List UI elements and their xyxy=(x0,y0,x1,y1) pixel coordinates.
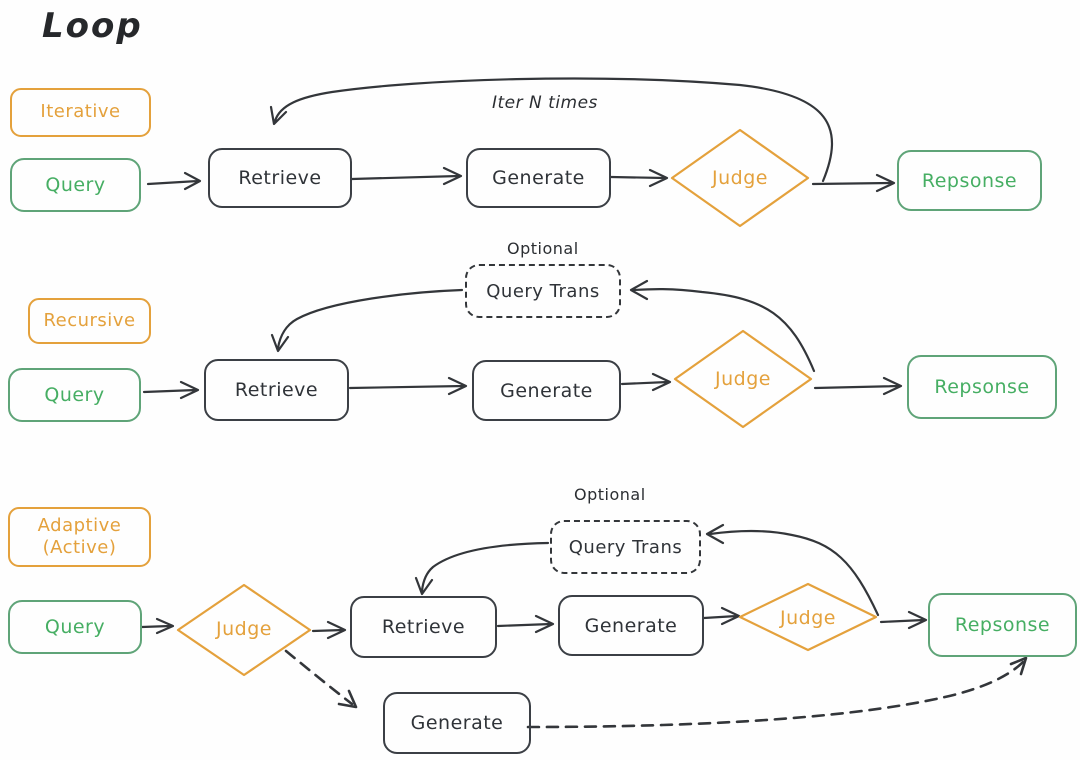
tag-adaptive: Adaptive (Active) xyxy=(8,507,151,567)
label-optional-adaptive: Optional xyxy=(574,485,646,504)
tag-adaptive-line1: Adaptive xyxy=(37,514,122,536)
node-iterative-generate: Generate xyxy=(466,148,611,208)
arrow-rec-generate-judge xyxy=(620,372,672,392)
arrow-rec-judge-querytrans xyxy=(629,279,816,373)
node-adaptive-router-judge-label: Judge xyxy=(216,618,272,640)
node-recursive-query: Query xyxy=(8,368,141,422)
arrow-adp-generate-judge xyxy=(702,606,741,626)
iter-judge-diamond xyxy=(670,128,810,228)
node-iterative-judge-label: Judge xyxy=(712,167,768,189)
arrowhead-adp-generate-response xyxy=(1009,656,1028,676)
node-adaptive-response: Repsonse xyxy=(928,593,1077,657)
arrow-iter-query-retrieve xyxy=(146,171,202,191)
adp-judge-diamond xyxy=(738,582,878,652)
tag-recursive: Recursive xyxy=(28,298,151,344)
adp-router-judge-diamond xyxy=(176,583,312,677)
label-iter-n-times: Iter N times xyxy=(492,93,598,113)
arrow-iter-generate-judge xyxy=(609,168,669,188)
node-adaptive-query-trans: Query Trans xyxy=(550,520,701,574)
node-adaptive-judge-label: Judge xyxy=(780,607,836,629)
arrow-adp-judge-querytrans xyxy=(705,523,880,617)
arrow-adp-judge-response xyxy=(879,610,928,630)
node-adaptive-retrieve: Retrieve xyxy=(350,596,497,658)
arrow-rec-judge-response xyxy=(813,376,903,396)
arrow-rec-querytrans-retrieve xyxy=(270,288,464,353)
arrow-adp-querytrans-retrieve xyxy=(414,541,550,596)
arrow-iter-loopback xyxy=(269,77,834,183)
node-adaptive-direct-generate: Generate xyxy=(383,692,531,754)
arrow-iter-judge-response xyxy=(811,173,896,193)
tag-adaptive-line2: (Active) xyxy=(42,537,117,558)
node-recursive-response: Repsonse xyxy=(907,355,1057,419)
page-title: Loop xyxy=(42,6,143,46)
node-iterative-query: Query xyxy=(10,158,141,212)
node-adaptive-generate: Generate xyxy=(558,595,704,656)
node-recursive-judge-label: Judge xyxy=(715,368,771,390)
rec-judge-diamond xyxy=(673,329,813,429)
node-recursive-retrieve: Retrieve xyxy=(204,359,349,421)
node-adaptive-query: Query xyxy=(8,600,142,654)
tag-iterative: Iterative xyxy=(10,88,151,137)
arrowhead-adp-judge-generate xyxy=(337,689,358,709)
arrow-adp-judge-retrieve xyxy=(311,620,347,640)
node-recursive-query-trans: Query Trans xyxy=(465,264,621,318)
node-recursive-generate: Generate xyxy=(472,360,621,421)
arrow-adp-retrieve-generate xyxy=(496,614,555,634)
node-iterative-retrieve: Retrieve xyxy=(208,148,352,208)
arrow-rec-query-retrieve xyxy=(142,380,200,400)
arrow-adp-query-judge xyxy=(140,617,175,635)
arrow-adp-generate-response-dashed xyxy=(526,660,1025,729)
label-optional-recursive: Optional xyxy=(507,239,579,258)
node-iterative-response: Repsonse xyxy=(897,150,1042,211)
arrow-iter-retrieve-generate xyxy=(350,166,463,186)
arrow-adp-judge-generate-dashed xyxy=(284,649,354,706)
arrow-rec-retrieve-generate xyxy=(348,376,468,396)
